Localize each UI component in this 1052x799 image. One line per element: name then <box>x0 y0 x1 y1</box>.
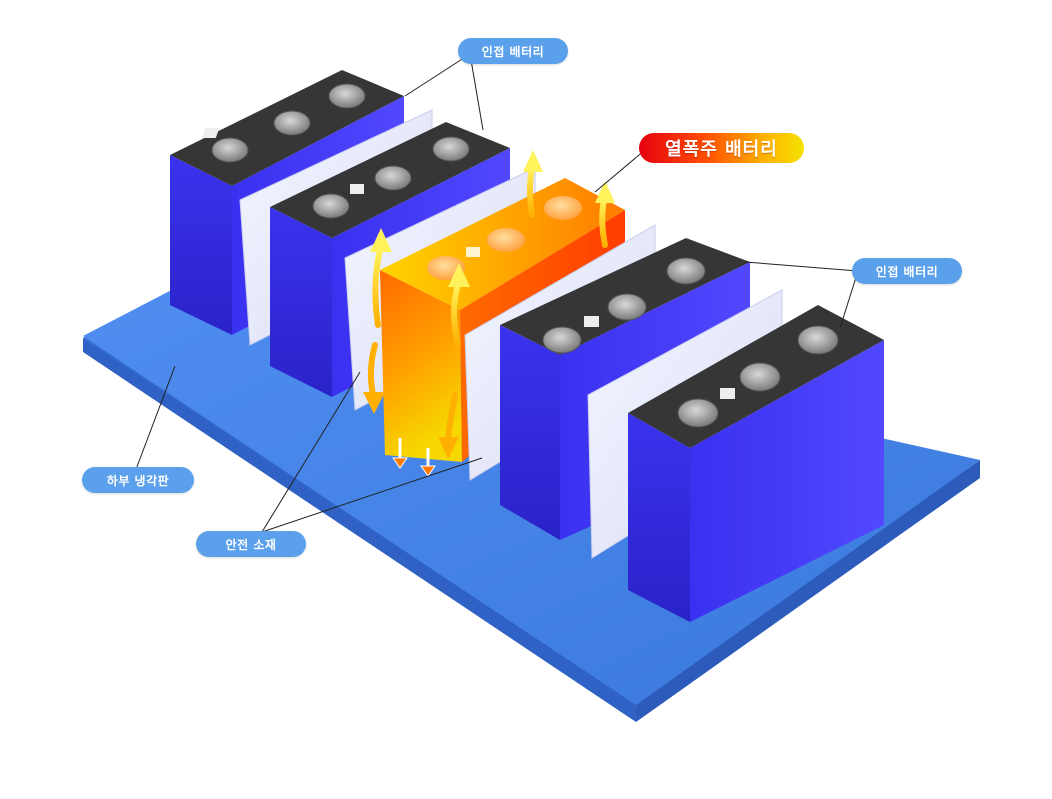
terminal-icon <box>211 137 249 163</box>
label-bottom-cooling-plate: 하부 냉각판 <box>82 467 194 493</box>
vent-icon <box>466 247 480 257</box>
heat-flow-arrow-icon <box>451 282 461 348</box>
adjacent-battery-cell-4 <box>628 305 884 622</box>
label-thermal-runaway-battery: 열폭주 배터리 <box>639 133 804 163</box>
vent-icon <box>584 316 599 327</box>
heat-flow-arrow-icon <box>599 197 608 248</box>
vent-icon <box>201 128 220 138</box>
terminal-icon <box>374 165 412 191</box>
terminal-icon <box>432 136 470 162</box>
heat-flow-arrow-icon <box>527 165 535 218</box>
cooling-down-arrows <box>392 438 436 477</box>
terminal-icon <box>328 83 366 109</box>
terminal-icon <box>797 325 839 355</box>
label-adjacent-battery-right: 인접 배터리 <box>852 258 962 284</box>
heat-flow-arrow-icon <box>363 392 385 414</box>
heat-flow-arrow-icon <box>367 342 378 398</box>
heat-flow-arrow-icon <box>372 247 383 328</box>
heat-flow-arrow-icon <box>448 263 470 287</box>
heat-flow-arrow-icon <box>523 150 543 172</box>
terminal-icon <box>542 326 582 354</box>
down-arrow-icon <box>392 457 408 469</box>
terminal-icon <box>739 362 781 392</box>
label-leader-lines <box>134 53 859 533</box>
label-adjacent-battery-top: 인접 배터리 <box>458 38 568 64</box>
heat-flow-arrows <box>363 150 615 459</box>
down-arrow-icon <box>420 465 436 477</box>
heat-flow-arrow-icon <box>438 437 459 459</box>
heat-flow-arrow-icon <box>595 181 615 203</box>
heat-flow-arrow-icon <box>370 228 392 252</box>
terminal-icon <box>487 228 525 252</box>
terminal-icon <box>544 196 582 220</box>
vent-icon <box>350 184 364 194</box>
terminal-icon <box>312 193 350 219</box>
heat-flow-arrow-icon <box>445 392 458 443</box>
label-safety-material: 안전 소재 <box>196 531 306 557</box>
terminal-icon <box>273 110 311 136</box>
vent-icon <box>720 388 735 399</box>
terminal-icon <box>677 398 719 428</box>
terminal-icon <box>666 257 706 285</box>
terminal-icon <box>607 293 647 321</box>
